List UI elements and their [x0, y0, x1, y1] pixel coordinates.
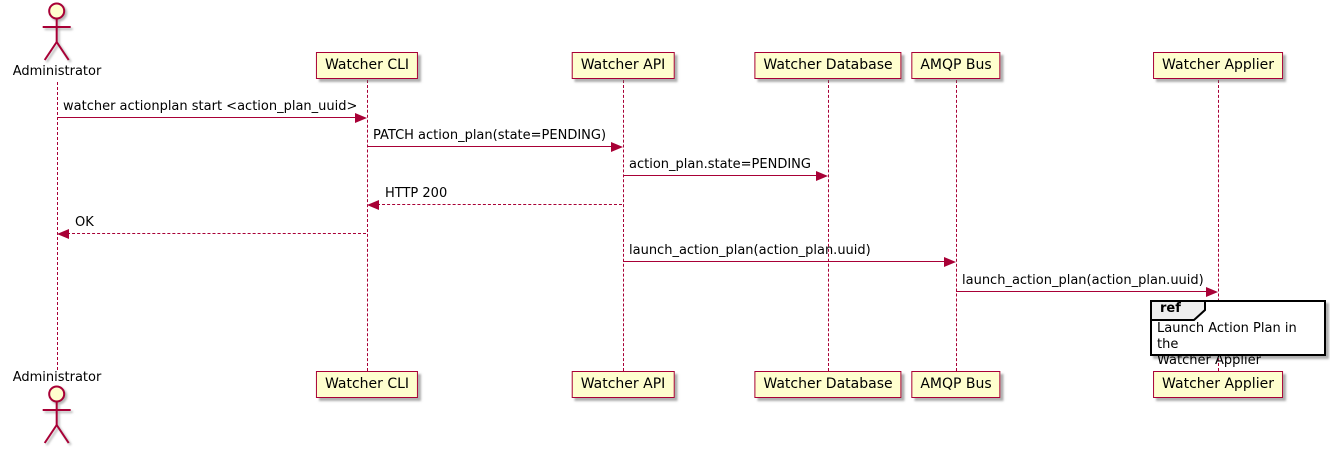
message-line: [67, 233, 366, 234]
participant-box-bottom-watcher-api: Watcher API: [571, 371, 675, 398]
ref-text-line: Watcher Applier: [1157, 353, 1261, 368]
arrowhead: [816, 171, 828, 181]
message-line: [623, 261, 945, 262]
arrowhead: [57, 229, 69, 239]
ref-tab: ref: [1150, 300, 1206, 321]
message-label: launch_action_plan(action_plan.uuid): [962, 273, 1204, 288]
lifeline-watcher-database: [828, 80, 829, 371]
message-label: HTTP 200: [385, 186, 448, 201]
participant-box-top-amqp-bus: AMQP Bus: [911, 52, 1001, 79]
arrowhead: [611, 142, 623, 152]
lifeline-watcher-cli: [367, 80, 368, 371]
message-line: [956, 291, 1207, 292]
lifeline-amqp-bus: [956, 80, 957, 371]
participant-box-top-watcher-cli: Watcher CLI: [315, 52, 419, 79]
participant-box-bottom-watcher-database: Watcher Database: [754, 371, 902, 398]
actor-icon: [43, 2, 71, 61]
participant-box-bottom-amqp-bus: AMQP Bus: [911, 371, 1001, 398]
actor-label: Administrator: [12, 370, 102, 385]
ref-text-line: Launch Action Plan in the: [1157, 321, 1297, 352]
message-line: [377, 204, 622, 205]
message-line: [367, 146, 612, 147]
arrowhead: [1206, 287, 1218, 297]
participant-box-top-watcher-api: Watcher API: [571, 52, 675, 79]
participant-box-bottom-watcher-cli: Watcher CLI: [315, 371, 419, 398]
participant-box-bottom-watcher-applier: Watcher Applier: [1153, 371, 1283, 398]
lifeline-watcher-applier: [1218, 80, 1219, 371]
message-label: OK: [75, 215, 94, 230]
arrowhead: [355, 113, 367, 123]
ref-keyword: ref: [1160, 301, 1181, 316]
message-label: PATCH action_plan(state=PENDING): [373, 128, 607, 143]
actor-administrator-top: Administrator: [12, 2, 102, 79]
arrowhead: [944, 257, 956, 267]
actor-label: Administrator: [12, 64, 102, 79]
message-label: watcher actionplan start <action_plan_uu…: [63, 99, 358, 114]
lifeline-watcher-api: [623, 80, 624, 371]
message-label: action_plan.state=PENDING: [629, 157, 811, 172]
participant-box-top-watcher-database: Watcher Database: [754, 52, 902, 79]
lifeline-administrator: [57, 82, 58, 370]
actor-icon: [43, 385, 71, 444]
message-line: [623, 175, 817, 176]
arrowhead: [367, 200, 379, 210]
actor-administrator-bottom: Administrator: [12, 370, 102, 447]
message-label: launch_action_plan(action_plan.uuid): [629, 243, 871, 258]
message-line: [57, 117, 356, 118]
participant-box-top-watcher-applier: Watcher Applier: [1153, 52, 1283, 79]
